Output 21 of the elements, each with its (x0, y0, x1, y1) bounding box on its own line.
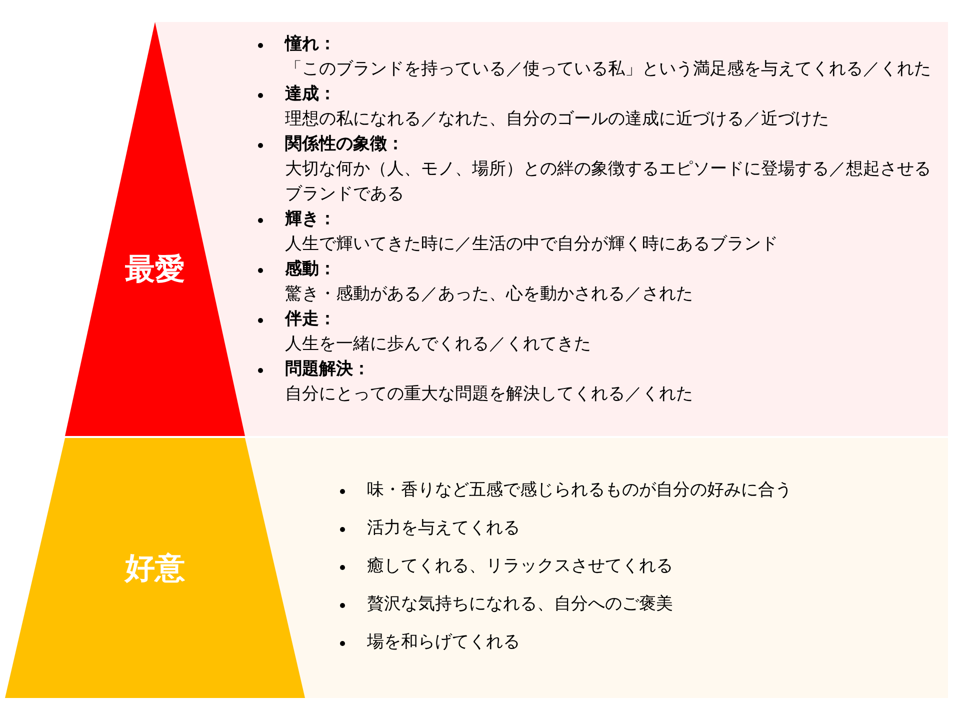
item-description: 理想の私になれる／なれた、自分のゴールの達成に近づける／近づけた (285, 108, 829, 131)
item-heading: 憧れ： (285, 33, 336, 56)
item-heading: 問題解決： (285, 358, 370, 381)
tier-label: 最愛 (125, 250, 185, 288)
list-item-text: 場を和らげてくれる (367, 631, 520, 654)
list-item-text: 癒してくれる、リラックスさせてくれる (367, 555, 673, 578)
item-description: 人生で輝いてきた時に／生活の中で自分が輝く時にあるブランド (285, 233, 778, 256)
item-heading: 達成： (285, 83, 336, 106)
item-heading: 伴走： (285, 308, 336, 331)
item-heading: 感動： (285, 258, 336, 281)
item-description: 人生を一緒に歩んでくれる／くれてきた (285, 333, 591, 356)
list-item-text: 活力を与えてくれる (367, 517, 520, 540)
tier-label: 好意 (125, 550, 185, 588)
item-description: 「このブランドを持っている／使っている私」という満足感を与えてくれる／くれた (285, 58, 931, 81)
list-item-text: 味・香りなど五感で感じられるものが自分の好みに合う (367, 479, 792, 502)
item-description: 驚き・感動がある／あった、心を動かされる／された (285, 283, 693, 306)
item-description: 自分にとっての重大な問題を解決してくれる／くれた (285, 383, 693, 406)
item-description: 大切な何か（人、モノ、場所）との絆の象徴するエピソードに登場する／想起させるブランドである (285, 158, 932, 206)
list-item-text: 贅沢な気持ちになれる、自分へのご褒美 (367, 593, 673, 616)
item-heading: 関係性の象徴： (285, 133, 404, 156)
item-heading: 輝き： (285, 208, 336, 231)
